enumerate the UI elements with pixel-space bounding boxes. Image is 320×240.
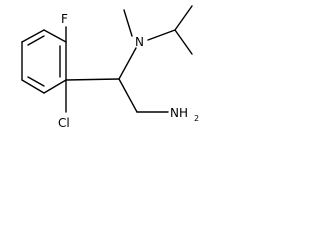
bond-ch-to-ch2 <box>118 78 138 113</box>
bond-n-to-isopropyl <box>147 29 176 41</box>
molecule-structure: F N Cl NH 2 <box>21 5 199 130</box>
ring-bond-1 <box>43 29 67 43</box>
amine-label: NH <box>170 106 188 120</box>
bond-isopropyl-down <box>174 29 193 55</box>
amine-subscript: 2 <box>194 114 199 123</box>
bond-ring-to-ch <box>65 78 120 81</box>
ring-double-bond-3 <box>27 35 45 46</box>
bond-ch-to-n <box>118 47 137 80</box>
ring-bond-6 <box>21 29 45 43</box>
ring-double-bond-2 <box>27 76 45 87</box>
ring-bond-3 <box>43 79 67 94</box>
bond-isopropyl-up <box>174 5 193 31</box>
benzene-ring <box>21 29 67 94</box>
bond-n-to-methyl <box>123 9 133 37</box>
fluorine-label: F <box>61 12 68 26</box>
ring-bond-4 <box>21 79 45 94</box>
nitrogen-label: N <box>135 35 144 49</box>
chlorine-label: Cl <box>58 116 70 130</box>
